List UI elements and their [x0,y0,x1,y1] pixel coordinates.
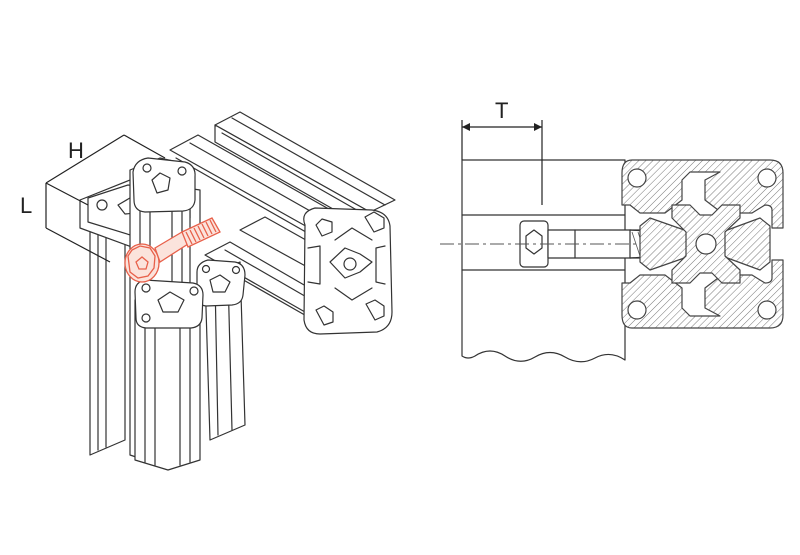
dimension-h: H [45,134,166,206]
horizontal-profile [169,111,396,335]
dimension-l: L [20,183,111,263]
extrusion-cross-section [621,159,784,329]
section-view: T [440,98,784,363]
connecting-bolt [124,217,221,283]
corner-hole-bottom-right [757,300,777,320]
corner-hole-top-left [627,168,647,188]
dimension-t-arrow-left [462,123,470,131]
dimension-t-label: T [495,98,508,123]
corner-hole-bottom-left [627,300,647,320]
vertical-profile-front [134,279,204,471]
vertical-profile-right [196,259,246,441]
dimension-t-arrow-right [534,123,542,131]
corner-hole-top-right [757,168,777,188]
dimension-l-label: L [20,193,32,218]
core-hole [695,233,717,255]
dimension-t: T [461,98,543,205]
isometric-assembly: H L [20,111,396,471]
dimension-h-label: H [68,138,84,163]
